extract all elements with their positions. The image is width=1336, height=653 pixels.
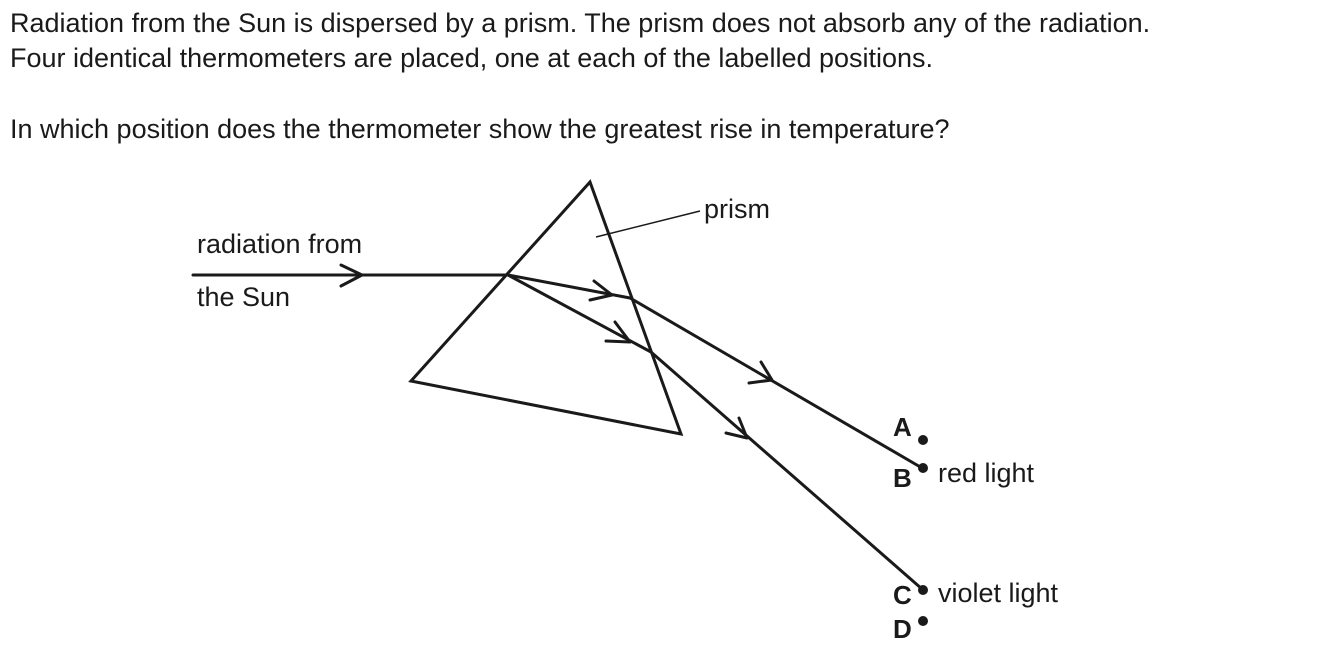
- question-text: Radiation from the Sun is dispersed by a…: [10, 6, 1150, 147]
- violet-ray-outside-arrowhead: [724, 416, 749, 440]
- point-d-dot: [918, 616, 928, 626]
- source-label-line-2: the Sun: [197, 282, 290, 312]
- point-c-label: C: [893, 580, 912, 610]
- red-ray-outside: [628, 296, 924, 470]
- point-d-label: D: [893, 614, 912, 644]
- prism-triangle: [408, 179, 684, 436]
- red-ray-inside-arrowhead: [588, 279, 614, 302]
- red-ray-outside-arrowhead: [747, 360, 774, 385]
- question-prompt: In which position does the thermometer s…: [10, 114, 950, 144]
- point-a-dot: [918, 435, 928, 445]
- point-c-dot: [918, 585, 928, 595]
- red-light-label: red light: [938, 458, 1035, 488]
- source-label-line-1: radiation from: [197, 229, 362, 259]
- violet-ray-inside-arrowhead: [604, 320, 632, 344]
- question-line-1: Radiation from the Sun is dispersed by a…: [10, 8, 1151, 38]
- prism-label: prism: [704, 194, 770, 224]
- prism-leader-line: [595, 210, 701, 238]
- question-line-2: Four identical thermometers are placed, …: [10, 43, 934, 73]
- violet-ray-outside: [649, 350, 924, 591]
- incoming-ray-arrowhead: [339, 263, 364, 288]
- point-b-dot: [918, 463, 928, 473]
- point-a-label: A: [893, 412, 912, 442]
- point-b-label: B: [893, 463, 912, 493]
- violet-light-label: violet light: [938, 578, 1059, 608]
